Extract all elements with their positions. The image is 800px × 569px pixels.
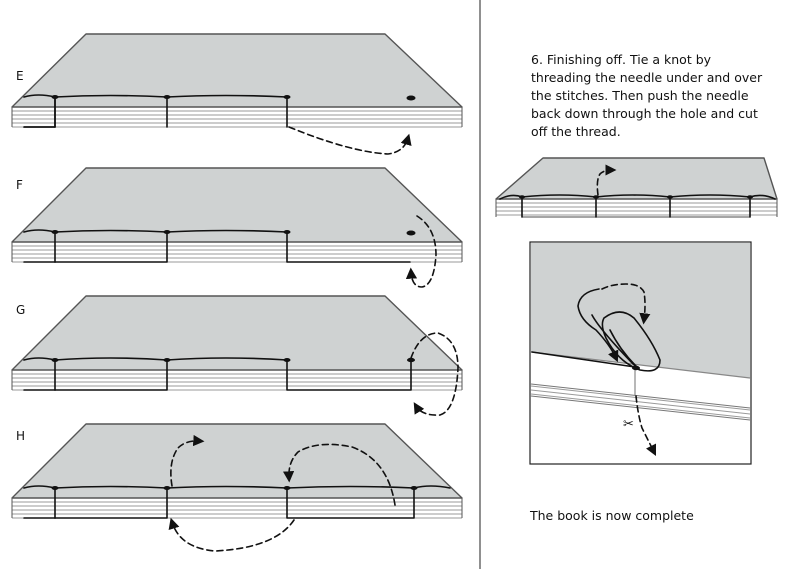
step-e-illustration: E xyxy=(11,33,463,155)
step-h-illustration: H xyxy=(11,423,463,552)
step-label-g: G xyxy=(16,303,25,317)
scissors-icon: ✂ xyxy=(623,417,634,432)
step-f-illustration: F xyxy=(11,167,463,288)
finishing-book-illustration xyxy=(495,157,778,218)
completion-note: The book is now complete xyxy=(530,508,694,523)
step-label-h: H xyxy=(16,429,25,443)
step-g-illustration: G xyxy=(11,295,463,416)
step-label-f: F xyxy=(16,178,23,192)
step-label-e: E xyxy=(16,69,24,83)
knot-detail-box: ✂ xyxy=(529,241,752,465)
finishing-instructions: 6. Finishing off. Tie a knot by threadin… xyxy=(531,52,763,139)
